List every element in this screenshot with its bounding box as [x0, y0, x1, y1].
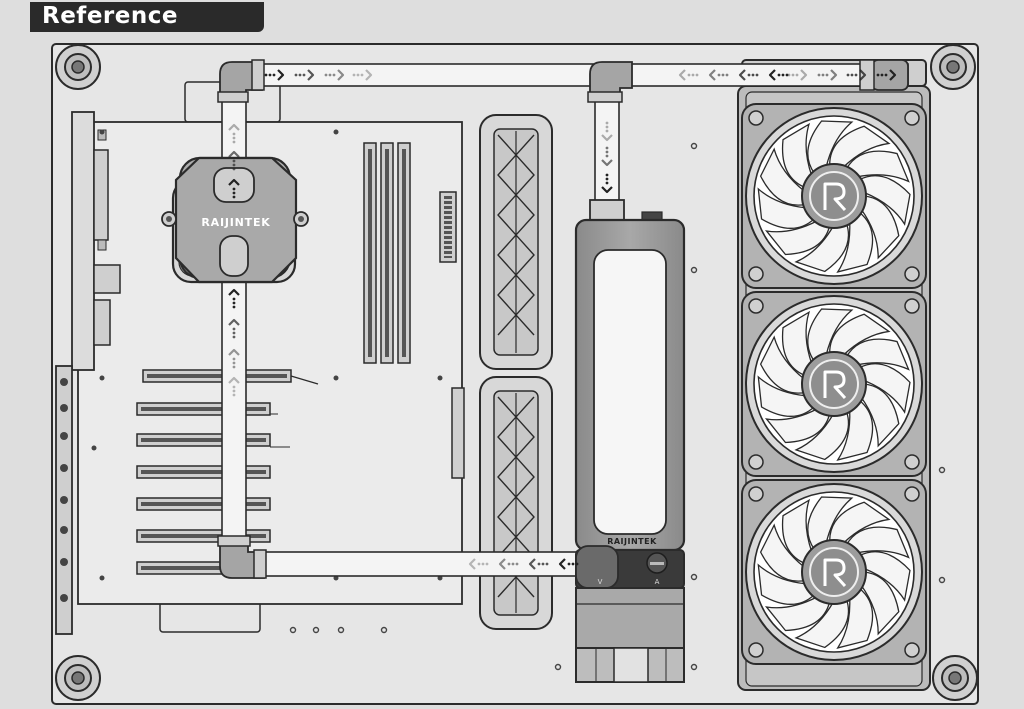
flow-arrow-icon [228, 123, 240, 144]
fan-blade [764, 220, 831, 256]
fan-blade [807, 496, 854, 551]
io-shield [71, 111, 121, 371]
fan-blade [860, 195, 900, 260]
fitting-bottom-elbow [217, 535, 267, 579]
flow-arrow-icon [708, 69, 729, 81]
flow-arrow-icon [294, 69, 315, 81]
fan-blade [860, 571, 900, 636]
fan-blade [845, 526, 910, 559]
flow-arrow-icon [738, 69, 759, 81]
fan-blade [858, 175, 911, 226]
flow-arrow-icon [601, 121, 613, 142]
flow-arrow-icon [228, 178, 240, 199]
flow-arrow-icon [601, 173, 613, 194]
flow-arrow-icon [228, 288, 240, 309]
flow-arrow-icon [264, 69, 285, 81]
flow-arrow-icon [324, 69, 345, 81]
fan-blade [794, 598, 850, 649]
fan-blade [757, 563, 816, 605]
raijintek-logo-icon [823, 182, 847, 212]
flow-arrow-icon [601, 146, 613, 167]
reservoir-brand: RAIJINTEK [607, 537, 657, 546]
flow-arrow-icon [678, 69, 699, 81]
flow-arrow-icon [787, 69, 808, 81]
fan-blade [781, 122, 813, 189]
fan-blade [781, 310, 813, 377]
fan-2 [741, 291, 927, 477]
flow-arrow-icon [768, 69, 789, 81]
fan-blade [764, 408, 831, 444]
fan-blade [759, 147, 806, 206]
ram-slots [363, 142, 411, 364]
sata-connector [451, 387, 465, 479]
fan-blade [807, 308, 854, 363]
fan-blade [759, 335, 806, 394]
flow-arrow-icon [228, 348, 240, 369]
fan-blade [759, 523, 806, 582]
fan-blade [836, 587, 874, 649]
vent-slot-upper [479, 114, 553, 370]
fan-blade [836, 399, 874, 461]
fan-blade [858, 363, 911, 414]
fan-blade [757, 187, 816, 229]
raijintek-logo-icon [823, 558, 847, 588]
tube-bottom [257, 551, 579, 577]
flow-arrow-icon [817, 69, 838, 81]
pump-mark-right: A [655, 578, 660, 586]
cpu-waterblock: RAIJINTEK [161, 156, 309, 284]
fan-blade [829, 313, 891, 357]
fan-blade [860, 383, 900, 448]
fan-blade [757, 375, 816, 417]
corner-screw-tl [55, 44, 101, 90]
flow-arrows [228, 69, 897, 570]
flow-arrow-icon [352, 69, 373, 81]
corner-screw-bl [55, 655, 101, 701]
fan-blade [829, 501, 891, 545]
fan-blade [794, 222, 850, 273]
fan-blade [781, 498, 813, 565]
vent-slot-lower [479, 376, 553, 630]
reservoir-pump: RAIJINTEK V A [574, 199, 686, 683]
reference-title: Reference [42, 3, 178, 29]
reference-tag: Reference [30, 2, 264, 32]
fitting-cpu-top-elbow [217, 59, 265, 103]
tube-bottom-left [221, 275, 247, 545]
raijintek-logo-icon [823, 370, 847, 400]
flow-arrow-icon [846, 69, 867, 81]
fan-blade [858, 551, 911, 602]
fan-blade [836, 211, 874, 273]
fan-array [741, 103, 927, 665]
fan-blade [845, 150, 910, 183]
fitting-radiator-port [859, 59, 909, 91]
fan-blade [845, 338, 910, 371]
pump-mark-left: V [598, 578, 603, 586]
flow-arrow-icon [876, 69, 897, 81]
flow-arrow-icon [228, 376, 240, 397]
fan-1 [741, 103, 927, 289]
flow-arrow-icon [528, 558, 549, 570]
fan-blade [829, 125, 891, 169]
fan-3 [741, 479, 927, 665]
flow-arrow-icon [228, 150, 240, 171]
corner-screw-tr [930, 44, 976, 90]
flow-arrow-icon [228, 318, 240, 339]
expansion-bracket-column [55, 365, 73, 635]
flow-arrow-icon [468, 558, 489, 570]
fan-blade [764, 596, 831, 632]
flow-arrow-icon [498, 558, 519, 570]
flow-arrow-icon [558, 558, 579, 570]
fitting-reservoir-top-elbow [587, 61, 633, 103]
atx-power-connector [439, 191, 457, 263]
fan-blade [794, 410, 850, 461]
corner-screw-br [932, 655, 978, 701]
cpu-block-brand: RAIJINTEK [201, 216, 270, 229]
fan-blade [807, 120, 854, 175]
